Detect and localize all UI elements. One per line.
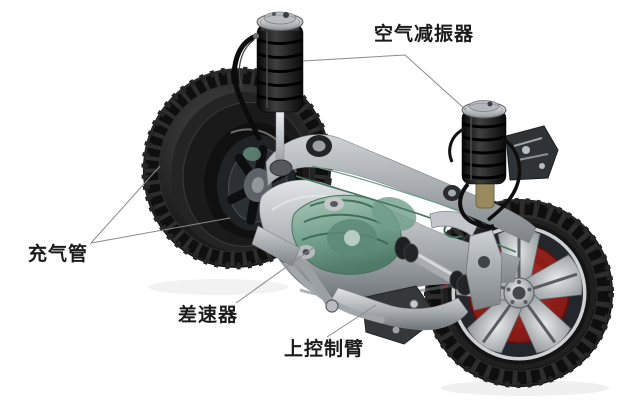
differential-housing (291, 194, 417, 275)
leader-lines (89, 54, 467, 338)
leader-differential (235, 247, 314, 304)
air-pipe-right (448, 126, 522, 229)
label-upper-control-arm: 上控制臂 (284, 339, 365, 360)
leader-air-damper (302, 54, 467, 111)
label-differential: 差速器 (178, 305, 239, 326)
left-air-shock (232, 11, 304, 177)
rear-axle-assembly (251, 134, 537, 345)
lower-control-arm (329, 287, 469, 331)
leader-air-pipe (89, 165, 231, 244)
air-pipe-left (232, 33, 263, 142)
left-trailing-arm (251, 225, 301, 267)
leader-upper-control-arm (326, 304, 377, 338)
label-air-pipe: 充气管 (28, 244, 89, 265)
right-air-shock (448, 100, 559, 229)
label-air-damper: 空气减振器 (374, 24, 475, 45)
wheel-knuckle (465, 229, 503, 311)
right-wheel-shadow (441, 380, 609, 396)
upper-beam (265, 134, 537, 244)
